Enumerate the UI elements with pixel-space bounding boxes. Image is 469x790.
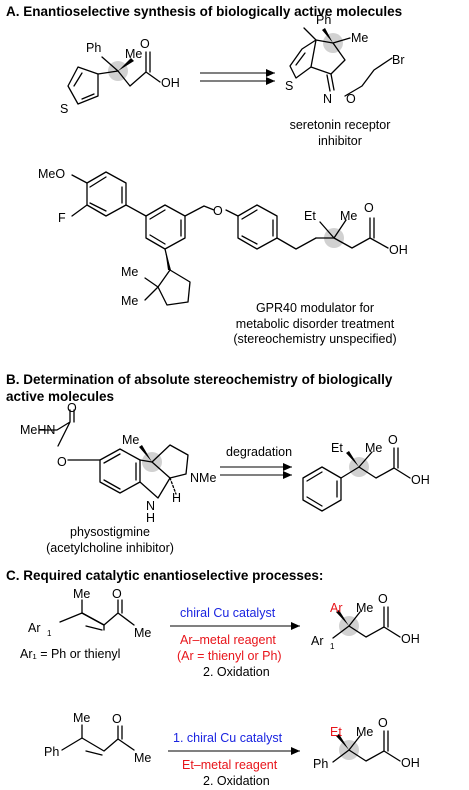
et-label: Et <box>331 441 343 455</box>
degradation-label: degradation <box>226 445 292 459</box>
serotonin-inhibitor-structure: Ph Me S N O Br <box>285 13 405 106</box>
thiophene-ring <box>67 66 99 105</box>
ar1-definition: Ar₁ = Ph or thienyl <box>20 647 121 661</box>
section-a-title: A. Enantioselective synthesis of biologi… <box>6 4 403 19</box>
indoline-h-label: H <box>146 511 155 525</box>
ph-label: Ph <box>86 41 101 55</box>
ar-label: Ar <box>330 601 343 615</box>
enone-ar1-structure: Me O Me Ar 1 <box>28 587 151 640</box>
me-label: Me <box>365 441 382 455</box>
gpr40-caption-line2: metabolic disorder treatment <box>235 316 395 331</box>
meo-label: MeO <box>38 167 65 181</box>
carbonyl-o-label: O <box>378 716 388 730</box>
me-label: Me <box>351 31 368 45</box>
oh-label: OH <box>401 632 420 646</box>
physostigmine-caption-line2: (acetylcholine inhibitor) <box>46 540 174 555</box>
me-label: Me <box>122 433 139 447</box>
carbonyl-o-label: O <box>140 37 150 51</box>
ar1-subscript: 1 <box>330 642 335 651</box>
et-label: Et <box>330 725 342 739</box>
enone-ph-structure: Me O Me Ph <box>44 711 151 765</box>
r1-reagent-note: (Ar = thienyl or Ph) <box>177 649 282 663</box>
carbonyl-o-label: O <box>112 712 122 726</box>
ether-o-label: O <box>213 204 223 218</box>
me-label: Me <box>340 209 357 223</box>
oh-label: OH <box>411 473 430 487</box>
me-label: Me <box>73 711 90 725</box>
thienyl-acid-structure: Ph Me O OH S <box>60 37 180 116</box>
me-label: Me <box>356 725 373 739</box>
serotonin-caption-line1: seretonin receptor <box>289 118 391 132</box>
r2-oxidation-label: 2. Oxidation <box>203 774 270 788</box>
reaction-2-arrow: 1. chiral Cu catalyst Et–metal reagent 2… <box>168 731 300 788</box>
me-label: Me <box>134 751 151 765</box>
me-label: Me <box>125 47 142 61</box>
degradation-arrow: degradation <box>220 445 292 479</box>
section-c-title: C. Required catalytic enantioselective p… <box>6 568 324 583</box>
carbonyl-o-label: O <box>388 433 398 447</box>
serotonin-caption: seretonin receptor inhibitor <box>270 118 410 149</box>
f-label: F <box>58 211 66 225</box>
oh-label: OH <box>401 756 420 770</box>
indoline-n-label: N <box>146 499 155 513</box>
ar1-label: Ar <box>28 621 41 635</box>
physostigmine-structure: MeHN O O Me NMe N H H <box>20 401 216 525</box>
ph-label: Ph <box>44 745 59 759</box>
carbonyl-o-label: O <box>378 592 388 606</box>
mehn-label: MeHN <box>20 423 55 437</box>
physostigmine-caption-line1: physostigmine <box>70 525 150 539</box>
et-label: Et <box>304 209 316 223</box>
me-label: Me <box>121 294 138 308</box>
r1-reagent-label: Ar–metal reagent <box>180 633 276 647</box>
ar1-label: Ar <box>311 634 324 648</box>
oh-label: OH <box>161 76 180 90</box>
ar-product-structure: Ar Me O OH Ar 1 <box>311 592 420 651</box>
r2-reagent-label: Et–metal reagent <box>182 758 278 772</box>
section-b-title-line2: active molecules <box>6 389 115 404</box>
section-b-title-line1: B. Determination of absolute stereochemi… <box>6 372 393 387</box>
r1-catalyst-label: chiral Cu catalyst <box>180 606 276 620</box>
oxime-o-label: O <box>346 92 356 106</box>
br-label: Br <box>392 53 405 67</box>
ring-h-label: H <box>172 491 181 505</box>
serotonin-caption-line2: inhibitor <box>318 133 362 148</box>
carbonyl-o-label: O <box>364 201 374 215</box>
carbonyl-o-label: O <box>112 587 122 601</box>
r2-catalyst-label: 1. chiral Cu catalyst <box>173 731 283 745</box>
carbonyl-o-label: O <box>67 401 77 415</box>
me-label: Me <box>121 265 138 279</box>
thiophene-s-label: S <box>60 102 68 116</box>
et-product-structure: Et Me O OH Ph <box>313 716 420 771</box>
oxime-n-label: N <box>323 92 332 106</box>
gpr40-caption-line1: GPR40 modulator for <box>255 301 375 315</box>
ph-label: Ph <box>316 13 331 27</box>
multistep-arrow <box>200 69 275 85</box>
me-label: Me <box>73 587 90 601</box>
carbamate-o-label: O <box>57 455 67 469</box>
thiophene-s-label: S <box>285 79 293 93</box>
me-label: Me <box>134 626 151 640</box>
ph-label: Ph <box>313 757 328 771</box>
me-label: Me <box>356 601 373 615</box>
oh-label: OH <box>389 243 408 257</box>
reaction-1-arrow: chiral Cu catalyst Ar–metal reagent (Ar … <box>170 606 300 679</box>
ar1-subscript: 1 <box>47 629 52 638</box>
r1-oxidation-label: 2. Oxidation <box>203 665 270 679</box>
ethyl-methyl-acid-structure: Et Me O OH <box>302 433 430 512</box>
physostigmine-caption: physostigmine (acetylcholine inhibitor) <box>20 525 200 556</box>
gpr40-modulator-structure: MeO F O Me Me Et Me O OH <box>38 167 408 308</box>
gpr40-caption: GPR40 modulator for metabolic disorder t… <box>200 301 430 348</box>
gpr40-caption-line3: (stereochemistry unspecified) <box>233 332 397 346</box>
nme-label: NMe <box>190 471 216 485</box>
